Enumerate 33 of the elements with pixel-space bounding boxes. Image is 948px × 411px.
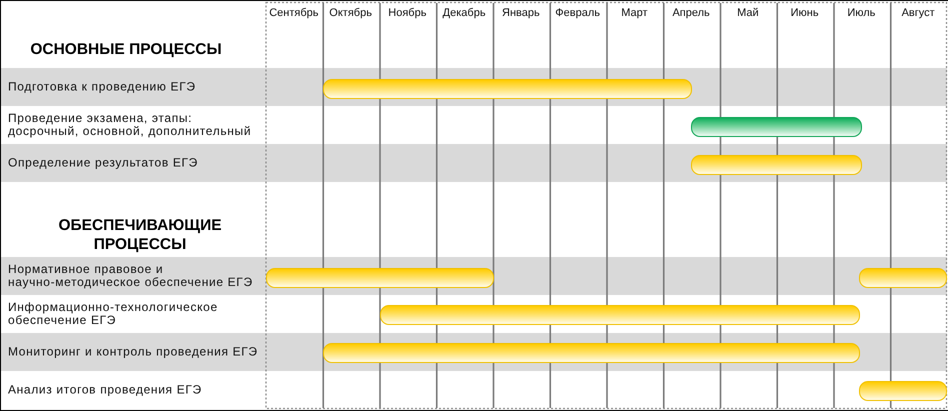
month-label: Май bbox=[737, 7, 759, 20]
gantt-bar bbox=[380, 305, 860, 325]
process-label: Анализ итогов проведения ЕГЭ bbox=[8, 383, 202, 396]
month-label: Март bbox=[621, 7, 648, 20]
process-row bbox=[1, 333, 947, 371]
month-label: Август bbox=[902, 7, 935, 20]
gantt-bar bbox=[859, 268, 947, 288]
process-label: Подготовка к проведению ЕГЭ bbox=[8, 80, 196, 94]
process-row bbox=[1, 68, 947, 106]
month-label: Октябрь bbox=[329, 7, 372, 20]
month-label: Апрель bbox=[672, 7, 710, 20]
process-label: Мониторинг и контроль проведения ЕГЭ bbox=[8, 346, 258, 358]
process-label: Информационно-технологическое обеспечение ЕГЭ bbox=[8, 301, 219, 327]
process-label: Нормативное правовое и научно-методическое обеспечение ЕГЭ bbox=[8, 263, 254, 289]
process-label: Проведение экзамена, этапы: досрочный, основной, дополнительный bbox=[8, 112, 252, 138]
month-label: Июль bbox=[847, 7, 876, 20]
section-heading: ОБЕСПЕЧИВАЮЩИЕ ПРОЦЕССЫ bbox=[58, 216, 222, 254]
month-label: Сентябрь bbox=[269, 7, 319, 20]
section-heading: ОСНОВНЫЕ ПРОЦЕССЫ bbox=[30, 40, 222, 59]
gantt-bar bbox=[691, 155, 862, 175]
month-label: Январь bbox=[502, 7, 540, 20]
process-row bbox=[1, 257, 947, 295]
month-label: Ноябрь bbox=[388, 7, 426, 20]
gantt-bar bbox=[691, 117, 862, 137]
month-label: Июнь bbox=[790, 7, 819, 20]
gantt-bar bbox=[266, 268, 494, 288]
process-row bbox=[1, 144, 947, 182]
process-label: Определение результатов ЕГЭ bbox=[8, 156, 198, 170]
gantt-bar bbox=[323, 79, 692, 99]
month-label: Февраль bbox=[555, 7, 600, 20]
month-label: Декабрь bbox=[442, 7, 486, 20]
gantt-bar bbox=[323, 343, 860, 363]
gantt-bar bbox=[859, 381, 947, 401]
